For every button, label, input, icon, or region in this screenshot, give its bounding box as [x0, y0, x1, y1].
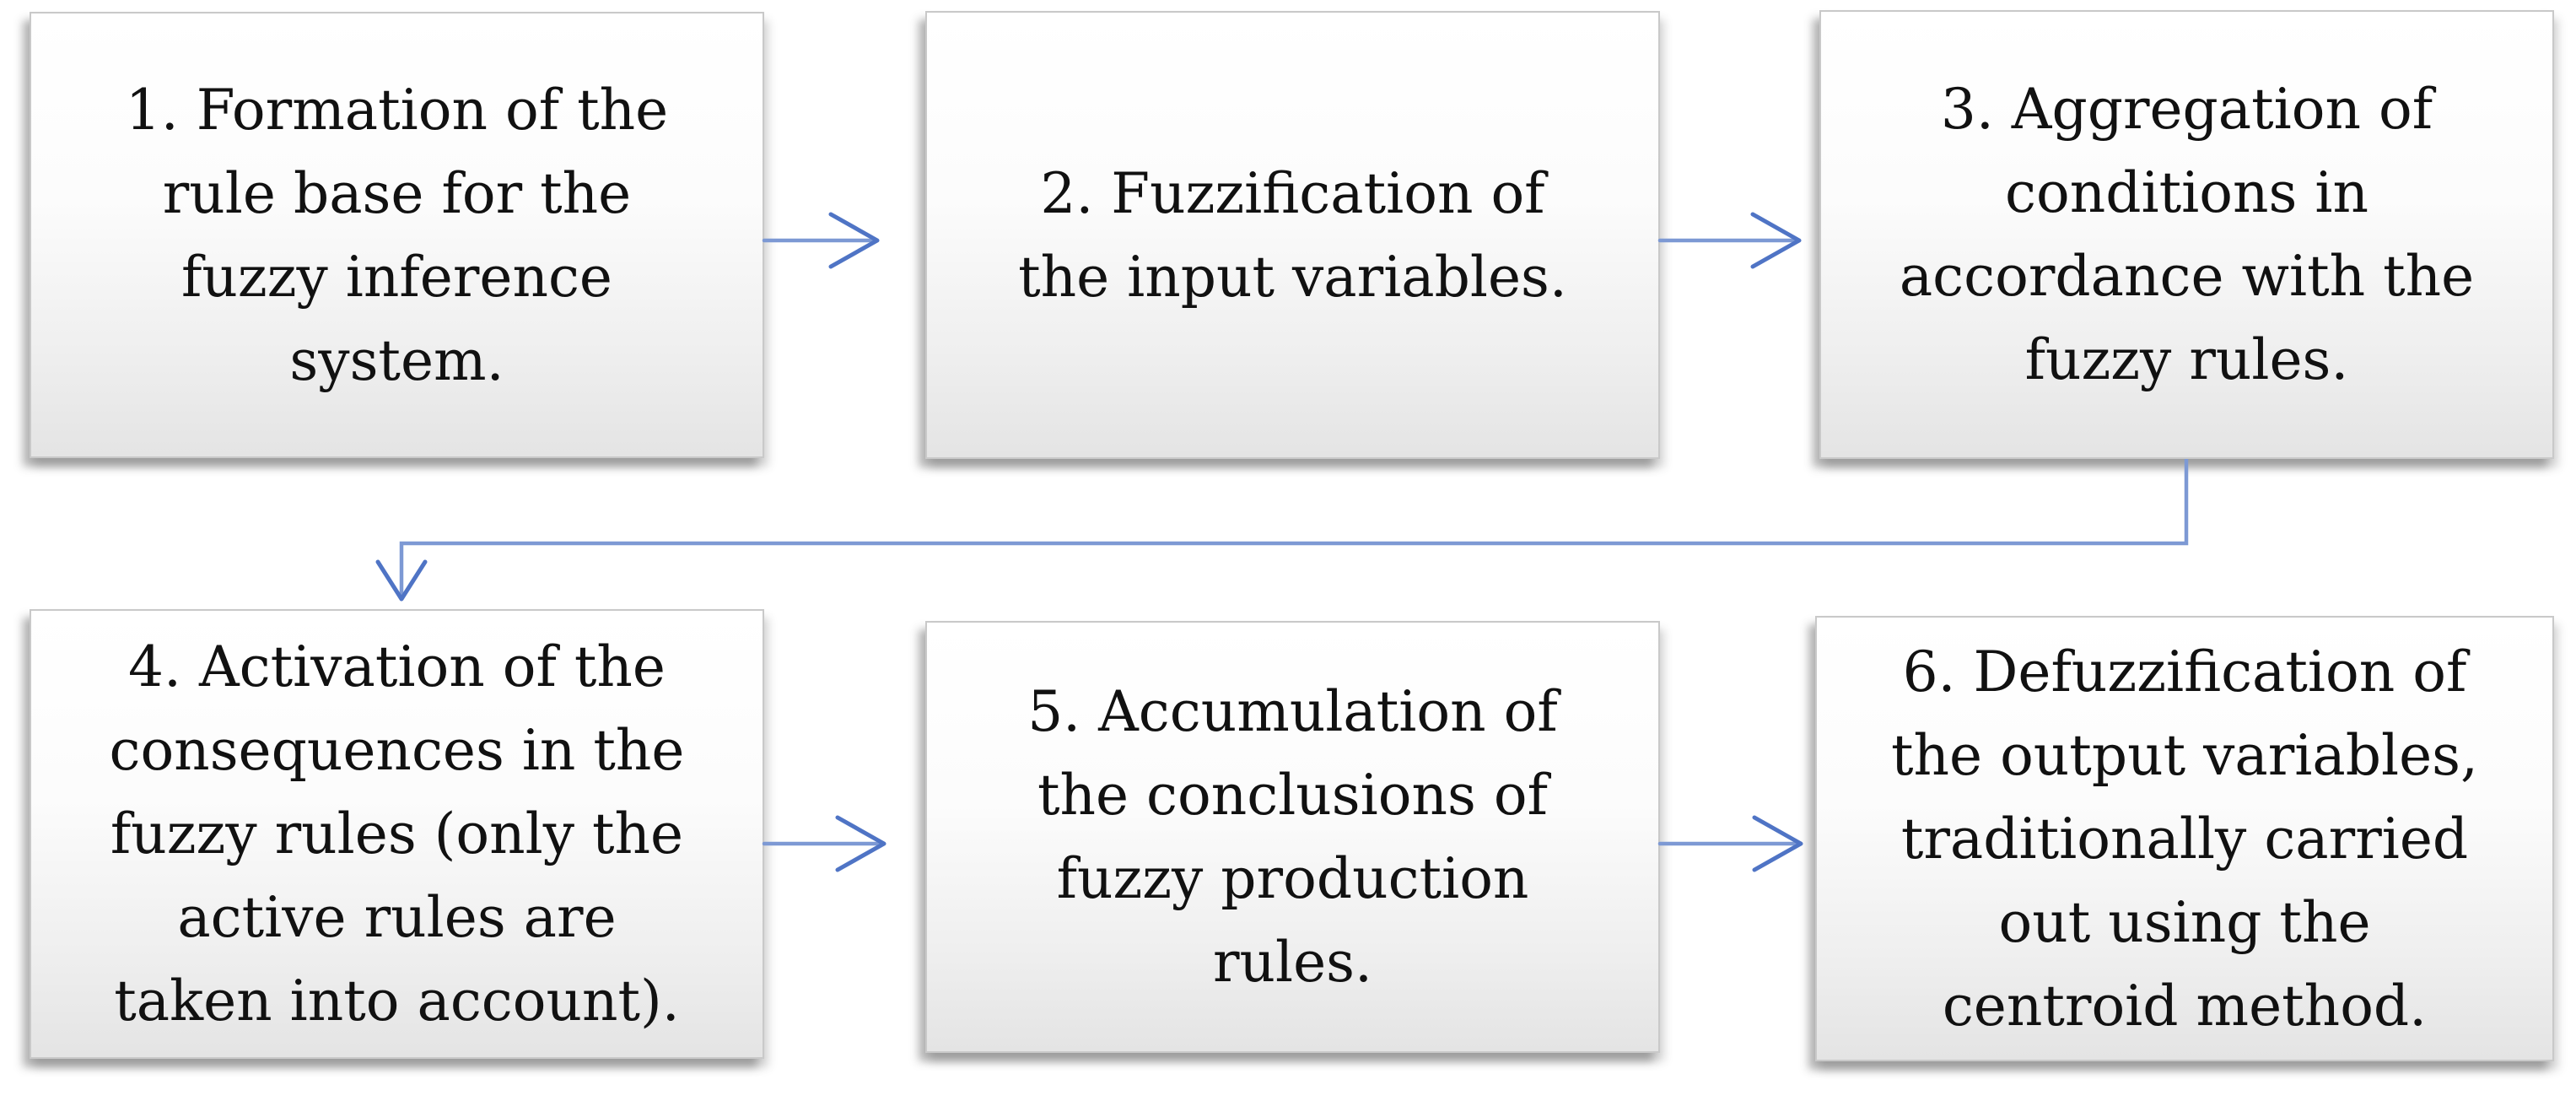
arrow-step3-step4	[375, 459, 2189, 602]
step-box-6: 6. Defuzzification of the output variabl…	[1815, 616, 2554, 1061]
step-text-2: 2. Fuzzification of the input variables.	[1018, 160, 1567, 310]
step-box-5: 5. Accumulation of the conclusions of fu…	[925, 621, 1660, 1053]
step-text-4: 4. Activation of the consequences in the…	[109, 634, 685, 1034]
arrowhead-icon	[828, 212, 880, 269]
step-box-1: 1. Formation of the rule base for the fu…	[30, 12, 764, 458]
arrowhead-icon	[1752, 815, 1803, 872]
step-text-6: 6. Defuzzification of the output variabl…	[1891, 639, 2478, 1039]
arrow-shaft	[399, 459, 2189, 596]
arrow-step4-step5	[762, 815, 887, 872]
arrow-step5-step6	[1657, 815, 1803, 872]
step-text-5: 5. Accumulation of the conclusions of fu…	[1027, 679, 1558, 995]
arrowhead-icon	[1750, 212, 1802, 269]
step-box-3: 3. Aggregation of conditions in accordan…	[1819, 10, 2554, 459]
arrowhead-icon	[835, 815, 887, 872]
arrow-step2-step3	[1657, 212, 1802, 269]
step-text-1: 1. Formation of the rule base for the fu…	[125, 77, 669, 393]
step-box-4: 4. Activation of the consequences in the…	[30, 609, 764, 1059]
arrow-step1-step2	[762, 212, 880, 269]
step-box-2: 2. Fuzzification of the input variables.	[925, 11, 1660, 459]
arrowhead-icon	[375, 559, 428, 602]
step-text-3: 3. Aggregation of conditions in accordan…	[1899, 77, 2475, 392]
